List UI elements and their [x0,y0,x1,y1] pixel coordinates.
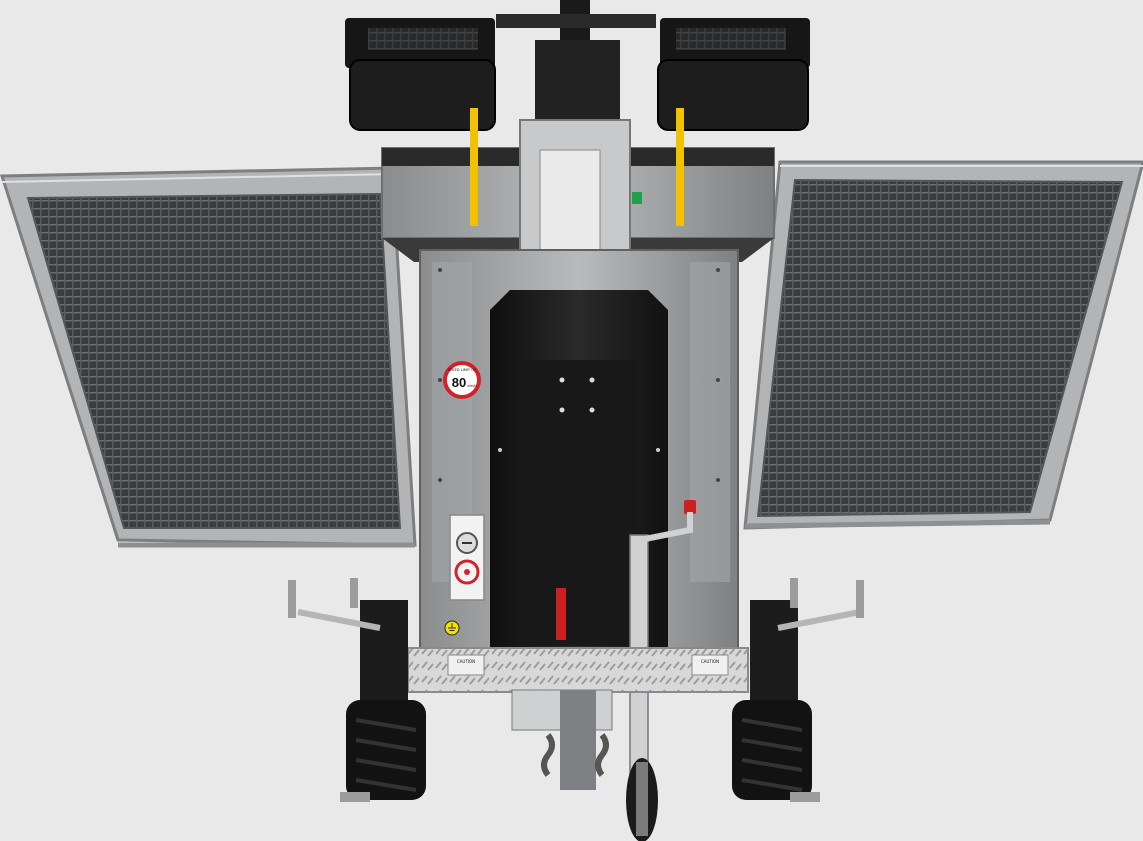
red-handbrake-lever [556,588,566,640]
chequer-plate-bumper: CAUTION CAUTION [407,647,749,693]
tow-hitch [511,689,613,790]
left-solar-panel [0,166,417,548]
right-floodlight [657,18,810,226]
left-floodlight [345,18,496,226]
right-outrigger [777,578,864,631]
speed-limit-value: 80 [452,375,466,390]
speed-limit-header: SPEED LIMIT OF [448,368,476,372]
ground-symbol [444,620,460,636]
caution-label-left: CAUTION [457,659,475,664]
right-solar-panel [743,160,1143,530]
red-indicator-light [684,500,696,514]
left-outrigger [288,578,381,631]
speed-limit-unit: km/h [467,384,476,388]
caution-label-right: CAUTION [701,659,719,664]
chassis-left [340,600,426,802]
power-socket-panel [449,514,485,601]
battery-housing [490,290,668,650]
speed-limit-sign: SPEED LIMIT OF 80 km/h [443,361,481,399]
chassis-right [732,600,820,802]
